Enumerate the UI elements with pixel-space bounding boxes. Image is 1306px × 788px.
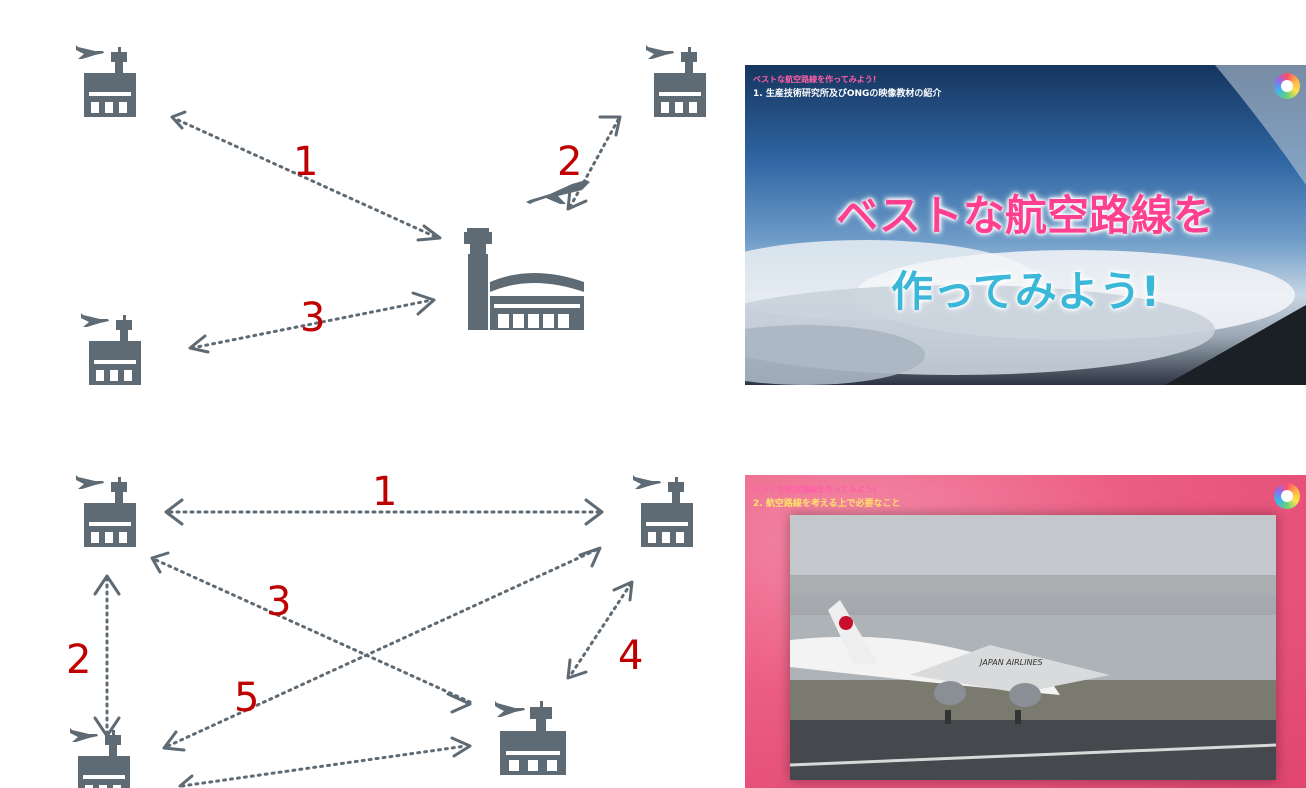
sky-clouds-image [745, 65, 1306, 385]
arrowhead-icon [578, 546, 602, 568]
arrowhead-icon [93, 716, 121, 738]
arrowhead-icon [566, 188, 588, 211]
arrowhead-icon [164, 498, 184, 526]
route-line-bottom-5 [166, 548, 598, 748]
video-title-line-1: ベストな航空路線を [836, 191, 1215, 240]
video-series-caption: ベストな航空路線を作ってみよう! [753, 75, 877, 84]
airport-icon-top-left [76, 45, 136, 117]
airport-icon-bottom-center [495, 701, 566, 775]
route-line-top-2 [568, 118, 620, 209]
airport-icon-bottom-bottomleft [70, 728, 130, 788]
route-label-bottom-5: 5 [234, 675, 260, 721]
video-chapter-caption: 2. 航空路線を考える上で必要なこと [753, 499, 901, 509]
video-thumbnail-2[interactable]: ベストな航空路線を作ってみよう! 2. 航空路線を考える上で必要なこと JAPA… [745, 475, 1306, 788]
arrowhead-icon [416, 224, 442, 242]
route-line-top-1 [176, 118, 440, 240]
video-chapter-caption: 1. 生産技術研究所及びONGの映像教材の紹介 [753, 89, 942, 99]
arrowhead-icon [178, 774, 194, 788]
arrowhead-icon [598, 115, 622, 137]
arrowhead-icon [150, 551, 170, 574]
route-label-bottom-1: 1 [372, 469, 398, 515]
route-line-top-3 [190, 298, 434, 350]
route-label-bottom-2: 2 [66, 637, 92, 683]
airport-icon-top-bottomleft [81, 313, 141, 385]
livery-text: JAPAN AIRLINES [978, 658, 1043, 667]
aircraft-takeoff-image: JAPAN AIRLINES [790, 515, 1276, 780]
arrowhead-icon [188, 334, 210, 354]
route-line-bottom-3 [154, 558, 472, 704]
video-series-caption: ベストな航空路線を作ってみよう! [753, 485, 877, 494]
video-thumbnail-1[interactable]: ベストな航空路線を作ってみよう! 1. 生産技術研究所及びONGの映像教材の紹介… [745, 65, 1306, 385]
arrowhead-icon [162, 730, 186, 752]
arrowhead-icon [170, 110, 187, 130]
route-label-top-3: 3 [300, 295, 326, 341]
video-title-line-2: 作ってみよう! [890, 267, 1161, 316]
arrowhead-icon [566, 658, 588, 680]
arrowhead-icon [411, 291, 436, 316]
route-label-top-1: 1 [293, 139, 319, 185]
route-line-bottom-6 [180, 744, 468, 788]
route-label-bottom-4: 4 [618, 633, 644, 679]
ong-logo-icon [1274, 483, 1300, 509]
arrowhead-icon [93, 574, 121, 596]
arrowhead-icon [450, 736, 472, 758]
arrowhead-icon [446, 692, 472, 714]
route-label-bottom-3: 3 [266, 579, 292, 625]
arrowhead-icon [584, 498, 604, 526]
airport-icon-bottom-topright [633, 475, 693, 547]
airport-icon-top-right [646, 45, 706, 117]
route-label-top-2: 2 [557, 139, 583, 185]
hub-airport-icon [464, 180, 590, 330]
arrowhead-icon [612, 580, 634, 602]
ong-logo-icon [1274, 73, 1300, 99]
airport-icon-bottom-topleft [76, 475, 136, 547]
